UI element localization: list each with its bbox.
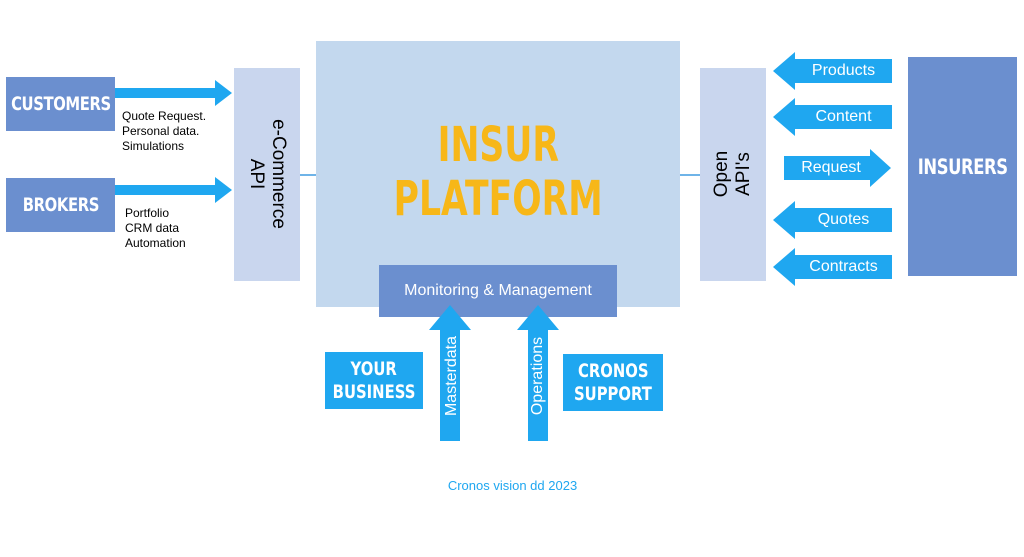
open-apis-box <box>700 68 766 281</box>
brokers-note-2: CRM data <box>125 221 180 235</box>
platform-title-line1: INSUR <box>437 117 559 173</box>
content-arrow <box>773 98 892 136</box>
operations-arrow <box>517 305 559 441</box>
open-apis-line2: API's <box>733 152 754 196</box>
content-label: Content <box>815 108 872 125</box>
contracts-arrow <box>773 248 892 286</box>
customers-note-1: Quote Request. <box>122 109 207 123</box>
connector-right <box>680 174 700 176</box>
ecommerce-api-line2: API <box>246 158 267 190</box>
brokers-note-1: Portfolio <box>125 206 170 220</box>
brokers-arrow <box>115 177 232 203</box>
customers-arrow <box>115 80 232 106</box>
your-business-line2: BUSINESS <box>332 380 416 403</box>
masterdata-label: Masterdata <box>443 335 460 417</box>
insurers-box: INSURERS <box>908 57 1017 276</box>
monitoring-box: Monitoring & Management <box>379 265 617 317</box>
your-business-line1: YOUR <box>350 357 398 380</box>
brokers-box: BROKERS <box>6 178 115 232</box>
open-apis-label: Open API's <box>711 134 755 214</box>
cronos-support-box: CRONOS SUPPORT <box>563 354 663 411</box>
brokers-notes: Portfolio CRM data Automation <box>125 206 186 251</box>
caption: Cronos vision dd 2023 <box>447 478 578 493</box>
products-arrow <box>773 52 892 90</box>
request-label: Request <box>801 159 861 176</box>
brokers-label: BROKERS <box>22 194 99 216</box>
your-business-box: YOUR BUSINESS <box>325 352 423 409</box>
monitoring-label: Monitoring & Management <box>404 282 592 299</box>
customers-note-2: Personal data. <box>122 124 200 138</box>
customers-note-3: Simulations <box>122 139 185 153</box>
brokers-note-3: Automation <box>125 236 186 250</box>
platform-title: INSUR PLATFORM <box>316 118 680 226</box>
quotes-label: Quotes <box>817 211 870 228</box>
quotes-arrow <box>773 201 892 239</box>
customers-box: CUSTOMERS <box>6 77 115 131</box>
ecommerce-api-line1: e-Commerce <box>268 119 289 229</box>
operations-label: Operations <box>529 336 546 416</box>
cronos-support-line2: SUPPORT <box>574 382 652 405</box>
open-apis-line1: Open <box>711 150 732 198</box>
ecommerce-api-box <box>234 68 300 281</box>
masterdata-arrow <box>429 305 471 441</box>
products-label: Products <box>811 62 876 79</box>
customers-label: CUSTOMERS <box>10 93 111 115</box>
connector-left <box>300 174 316 176</box>
platform-title-line2: PLATFORM <box>393 171 603 227</box>
insurers-label: INSURERS <box>917 154 1008 179</box>
platform-box <box>316 41 680 307</box>
customers-notes: Quote Request. Personal data. Simulation… <box>122 109 206 154</box>
contracts-label: Contracts <box>809 258 878 275</box>
ecommerce-api-label: e-Commerce API <box>245 119 289 229</box>
request-arrow <box>784 149 891 187</box>
cronos-support-line1: CRONOS <box>577 359 649 382</box>
